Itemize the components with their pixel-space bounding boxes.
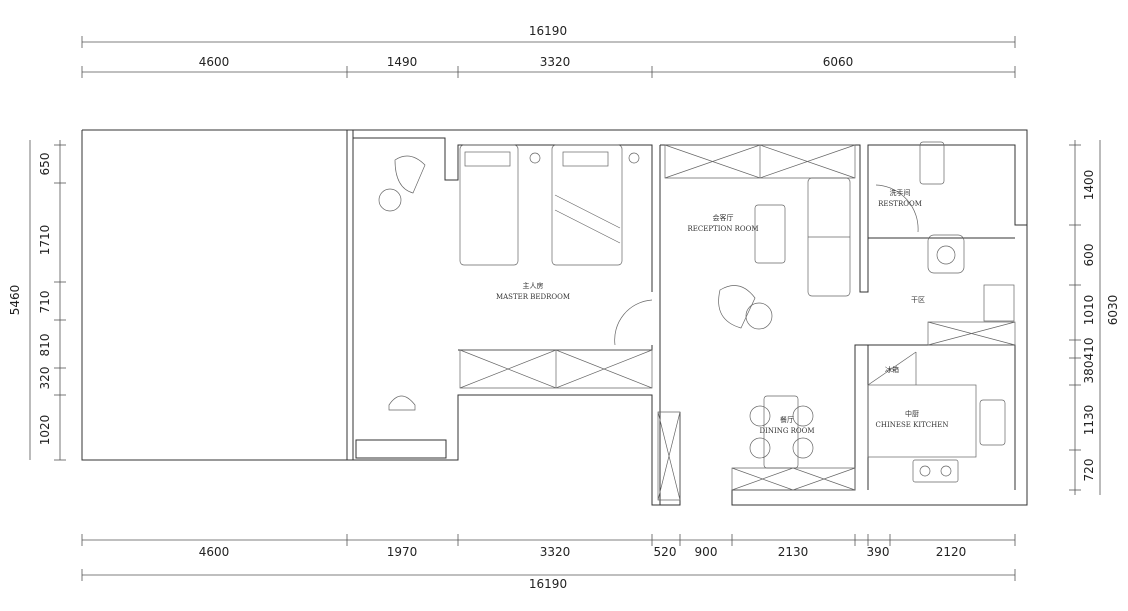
dim-right-1: 600 <box>1082 244 1096 267</box>
dim-right-4: 380 <box>1082 361 1096 384</box>
dim-top-2: 3320 <box>540 55 571 69</box>
master-bedroom-cn: 主人房 <box>523 281 544 290</box>
dim-bottom-2: 3320 <box>540 545 571 559</box>
dim-bottom-0: 4600 <box>199 545 230 559</box>
bottom-dimensions: 4600 1970 3320 520 900 2130 390 2120 161… <box>81 534 1016 591</box>
dim-right-0: 1400 <box>1082 170 1096 201</box>
chinese-kitchen-cn: 中厨 <box>905 409 919 418</box>
dim-bottom-1: 1970 <box>387 545 418 559</box>
dim-right-3: 410 <box>1082 338 1096 361</box>
dim-right-6: 720 <box>1082 459 1096 482</box>
dim-right-2: 1010 <box>1082 295 1096 326</box>
dim-right-5: 1130 <box>1082 405 1096 436</box>
furniture <box>378 141 1016 501</box>
master-bedroom-en: MASTER BEDROOM <box>496 293 570 301</box>
top-dimensions: 16190 4600 1490 3320 6060 <box>81 24 1016 78</box>
restroom-en: RESTROOM <box>878 200 922 208</box>
dim-bottom-4: 900 <box>695 545 718 559</box>
dim-left-1: 1710 <box>38 225 52 256</box>
dim-bottom-5: 2130 <box>778 545 809 559</box>
dry-area-cn: 干区 <box>911 296 925 304</box>
reception-room-cn: 会客厅 <box>713 213 734 222</box>
dim-left-total: 5460 <box>8 285 22 316</box>
restroom-cn: 洗手间 <box>890 188 911 197</box>
dim-bottom-total: 16190 <box>529 577 567 591</box>
room-labels: 主人房 MASTER BEDROOM 会客厅 RECEPTION ROOM 洗手… <box>496 188 949 435</box>
dim-left-0: 650 <box>38 153 52 176</box>
dim-left-2: 710 <box>38 291 52 314</box>
chinese-kitchen-en: CHINESE KITCHEN <box>876 421 949 429</box>
dim-bottom-3: 520 <box>654 545 677 559</box>
dining-room-cn: 餐厅 <box>780 415 794 424</box>
dim-left-3: 810 <box>38 334 52 357</box>
dining-room-en: DINING ROOM <box>759 427 814 435</box>
dim-bottom-7: 2120 <box>936 545 967 559</box>
dim-top-3: 6060 <box>823 55 854 69</box>
reception-room-en: RECEPTION ROOM <box>688 225 759 233</box>
left-dimensions: 5460 650 1710 710 810 320 1020 <box>8 140 66 461</box>
dim-top-total: 16190 <box>529 24 567 38</box>
dim-left-4: 320 <box>38 367 52 390</box>
dim-top-0: 4600 <box>199 55 230 69</box>
dim-bottom-6: 390 <box>867 545 890 559</box>
dim-top-1: 1490 <box>387 55 418 69</box>
right-dimensions: 1400 600 1010 410 380 1130 720 6030 <box>1069 140 1120 495</box>
fridge-cn: 冰箱 <box>885 365 899 374</box>
dim-left-5: 1020 <box>38 415 52 446</box>
dim-right-total: 6030 <box>1106 295 1120 326</box>
